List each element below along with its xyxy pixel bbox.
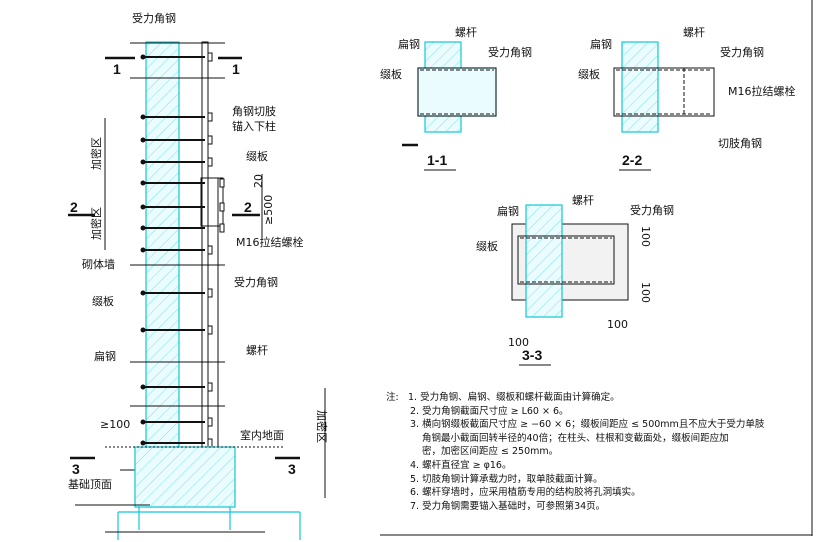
batten-plate — [207, 288, 213, 298]
column-elevation — [68, 41, 326, 540]
bolt-head — [140, 440, 146, 446]
label-bolt: M16拉结螺栓 — [728, 84, 796, 98]
bolt-head — [140, 419, 146, 425]
label-m16: M16拉结螺栓 — [236, 235, 304, 249]
section-2-2: 扁钢 螺杆 受力角钢 缀板 M16拉结螺栓 切肢角钢 2-2 — [578, 25, 796, 171]
label-wall: 砌体墙 — [82, 257, 115, 271]
note-item: 5. 切肢角钢计算承载力时，取单肢截面计算。 — [410, 473, 603, 485]
label-floor: 室内地面 — [240, 428, 284, 442]
bolt-head — [140, 384, 146, 390]
batten-plate — [219, 223, 225, 233]
batten-plate — [207, 245, 213, 255]
label-angle: 受力角钢 — [630, 204, 674, 217]
batten-plate — [207, 112, 213, 122]
batten-plate — [207, 325, 213, 335]
section-title: 1-1 — [427, 152, 447, 168]
label-main-angle-2: 受力角钢 — [234, 276, 278, 289]
batten-plate — [207, 438, 213, 448]
label-dense-1: 加密区 — [89, 137, 103, 170]
pedestal — [134, 446, 236, 508]
notes-label: 注: — [386, 392, 399, 403]
label-batten: 缀板 — [380, 67, 402, 81]
batten-plate — [207, 157, 213, 167]
section-mark: 1 — [113, 61, 121, 77]
masonry-wall-body — [145, 41, 180, 508]
label-angle: 受力角钢 — [720, 46, 764, 59]
label-rod: 螺杆 — [455, 25, 477, 39]
section-mark: 3 — [72, 461, 80, 477]
label-cut-angle: 切肢角钢 — [718, 136, 762, 150]
bolt-head — [140, 137, 146, 143]
label-foundation: 基础顶面 — [68, 478, 112, 491]
note-item: 2. 受力角钢截面尺寸应 ≥ L60 × 6。 — [410, 405, 569, 417]
label-flat: 扁钢 — [590, 38, 612, 51]
note-item: 6. 螺杆穿墙时，应采用植筋专用的结构胶将孔洞填实。 — [410, 487, 641, 499]
batten-plate — [219, 202, 225, 212]
section-title: 2-2 — [622, 152, 642, 168]
label-flat: 扁钢 — [398, 38, 420, 51]
label-dense-2: 加密区 — [89, 207, 103, 240]
label-anchor: 锚入下柱 — [232, 119, 276, 133]
label-angle: 受力角钢 — [488, 46, 532, 59]
section-3-3: 扁钢 螺杆 受力角钢 缀板 100 100 100 100 3-3 — [476, 193, 674, 366]
section-mark: 2 — [244, 199, 252, 215]
label-batten: 缀板 — [578, 67, 600, 81]
section-1-1: 扁钢 螺杆 受力角钢 缀板 1-1 — [380, 25, 532, 171]
batten-plate — [207, 52, 213, 62]
dim-500: ≥500 — [262, 195, 275, 225]
bolt-head — [140, 54, 146, 60]
bolt-head — [140, 180, 146, 186]
section-mark: 3 — [288, 461, 296, 477]
bolt-head — [140, 327, 146, 333]
note-item: 7. 受力角钢需要锚入基础时，可参照第34页。 — [410, 500, 606, 512]
dim-100: 100 — [639, 226, 652, 247]
elevation-labels: 受力角钢 角钢切肢 锚入下柱 缀板 20 ≥500 M16拉结螺栓 加密区 加密… — [68, 12, 329, 491]
notes: 注: 1. 受力角钢、扁钢、缀板和螺杆截面由计算确定。 2. 受力角钢截面尺寸应 … — [386, 391, 764, 513]
label-rod: 螺杆 — [246, 343, 268, 357]
bolt-head — [140, 204, 146, 210]
label-rod: 螺杆 — [683, 25, 705, 39]
section-title: 3-3 — [522, 347, 542, 363]
section-mark: 2 — [70, 199, 78, 215]
label-batten: 缀板 — [246, 149, 268, 163]
bolt-head — [140, 225, 146, 231]
bolt-head — [140, 114, 146, 120]
batten-plate — [219, 178, 225, 188]
dim-100: 100 — [607, 318, 628, 331]
note-item: 3. 横向钢缀板截面尺寸应 ≥ −60 × 6；缀板间距应 ≤ 500mm且不应… — [410, 419, 765, 431]
label-main-angle: 受力角钢 — [132, 12, 176, 25]
bolt-head — [140, 290, 146, 296]
batten-plate — [207, 417, 213, 427]
note-item: 密，加密区间距应 ≤ 250mm。 — [422, 446, 559, 458]
label-rod: 螺杆 — [572, 193, 594, 207]
dim-100: ≥100 — [100, 418, 130, 431]
dim-100: 100 — [639, 282, 652, 303]
label-batten-2: 缀板 — [92, 294, 114, 308]
label-flat: 扁钢 — [497, 205, 519, 218]
batten-plate — [207, 135, 213, 145]
note-item: 角钢最小截面回转半径的40倍；在柱头、柱根和变截面处，缀板间距应加 — [422, 432, 729, 444]
label-dense-3: 加密区 — [315, 410, 329, 443]
label-cut-angle: 角钢切肢 — [232, 104, 276, 118]
note-item: 4. 螺杆直径宜 ≥ φ16。 — [410, 459, 512, 471]
dim-100: 100 — [508, 336, 529, 349]
bolt-head — [140, 247, 146, 253]
bolt-head — [140, 159, 146, 165]
batten-plate — [207, 382, 213, 392]
section-mark: 1 — [232, 61, 240, 77]
note-item: 1. 受力角钢、扁钢、缀板和螺杆截面由计算确定。 — [408, 392, 620, 403]
label-flat: 扁钢 — [94, 350, 116, 363]
label-batten: 缀板 — [476, 239, 498, 253]
dim-20: 20 — [252, 174, 265, 188]
